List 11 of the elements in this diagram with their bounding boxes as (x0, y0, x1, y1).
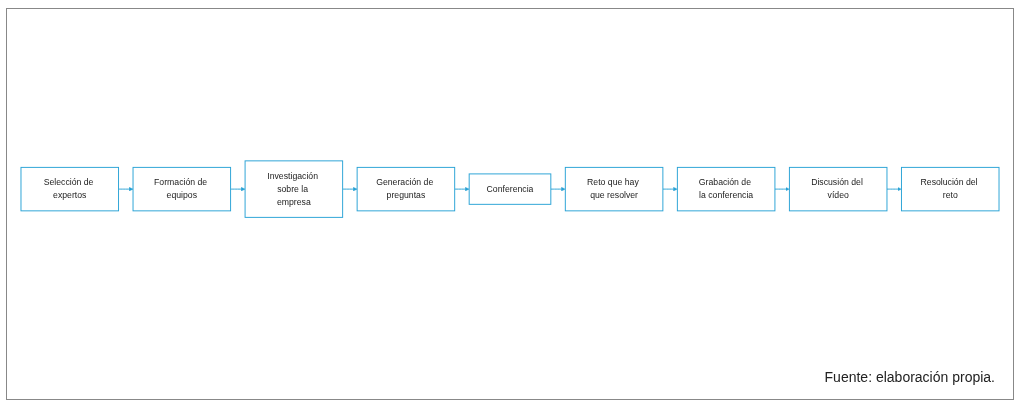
node-box (564, 166, 664, 212)
node-box (788, 166, 888, 212)
node-box (468, 173, 552, 205)
node-box (356, 166, 456, 212)
node-box (676, 166, 776, 212)
caption: Fuente: elaboración propia. (824, 369, 995, 385)
node-box (132, 166, 232, 212)
node-box (20, 166, 120, 212)
node-box (244, 160, 344, 218)
node-box (900, 166, 1000, 212)
flowchart: Selección de expertos Formación de equipos Investigación sobre la empresa Generación de preguntas Conferencia Reto que hay que resolver Grabación de la conferencia Discusión del vídeo Resolución del reto (17, 156, 1003, 222)
